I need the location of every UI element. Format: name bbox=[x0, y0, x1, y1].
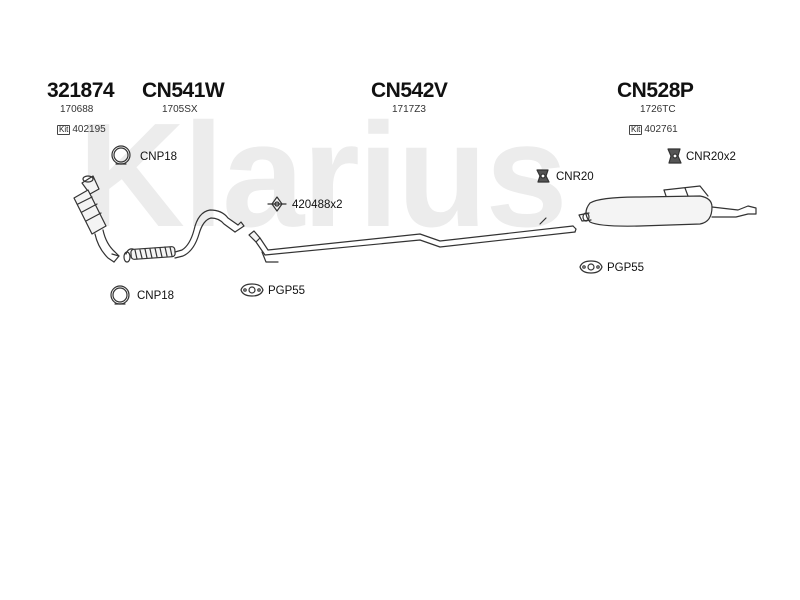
part-ref-rear-silencer: 1726TC bbox=[640, 104, 676, 115]
label-rubber-mount-pair: CNR20x2 bbox=[686, 151, 736, 163]
label-clamp-top: CNP18 bbox=[140, 151, 178, 163]
kit-number-rear-silencer: Kit 402761 bbox=[629, 124, 678, 135]
clamp-icon-bottom bbox=[110, 285, 130, 305]
label-gasket-left: PGP55 bbox=[268, 285, 306, 297]
part-ref-middle-pipe: 1717Z3 bbox=[392, 104, 426, 115]
label-gasket-right: PGP55 bbox=[607, 262, 645, 274]
kit-icon: Kit bbox=[57, 124, 71, 135]
kit-number-text: 402761 bbox=[644, 124, 678, 135]
label-pipe-connector: 420488x2 bbox=[292, 199, 343, 211]
front-pipe-drawing bbox=[123, 209, 245, 263]
part-number-front-pipe: CN541W bbox=[142, 79, 225, 102]
part-number-middle-pipe: CN542V bbox=[371, 79, 448, 102]
label-clamp-bottom: CNP18 bbox=[137, 290, 175, 302]
kit-icon: Kit bbox=[629, 124, 643, 135]
label-rubber-mount: CNR20 bbox=[556, 171, 594, 183]
catalytic-converter-drawing bbox=[73, 175, 120, 263]
part-ref-catalyst: 170688 bbox=[60, 104, 94, 115]
middle-pipe-drawing bbox=[248, 217, 577, 263]
pipe-connector-icon bbox=[267, 196, 287, 212]
rubber-mount-pair-icon bbox=[667, 148, 682, 164]
part-ref-front-pipe: 1705SX bbox=[162, 104, 198, 115]
brand-watermark: Klarius bbox=[78, 93, 568, 258]
gasket-icon-left bbox=[240, 283, 264, 297]
rear-silencer-drawing bbox=[578, 185, 757, 227]
part-number-catalyst: 321874 bbox=[47, 79, 115, 102]
rubber-mount-icon bbox=[536, 169, 550, 183]
gasket-icon-right bbox=[579, 260, 603, 274]
clamp-icon-top bbox=[111, 145, 131, 165]
part-number-rear-silencer: CN528P bbox=[617, 79, 694, 102]
kit-number-text: 402195 bbox=[72, 124, 106, 135]
kit-number-catalyst: Kit 402195 bbox=[57, 124, 106, 135]
